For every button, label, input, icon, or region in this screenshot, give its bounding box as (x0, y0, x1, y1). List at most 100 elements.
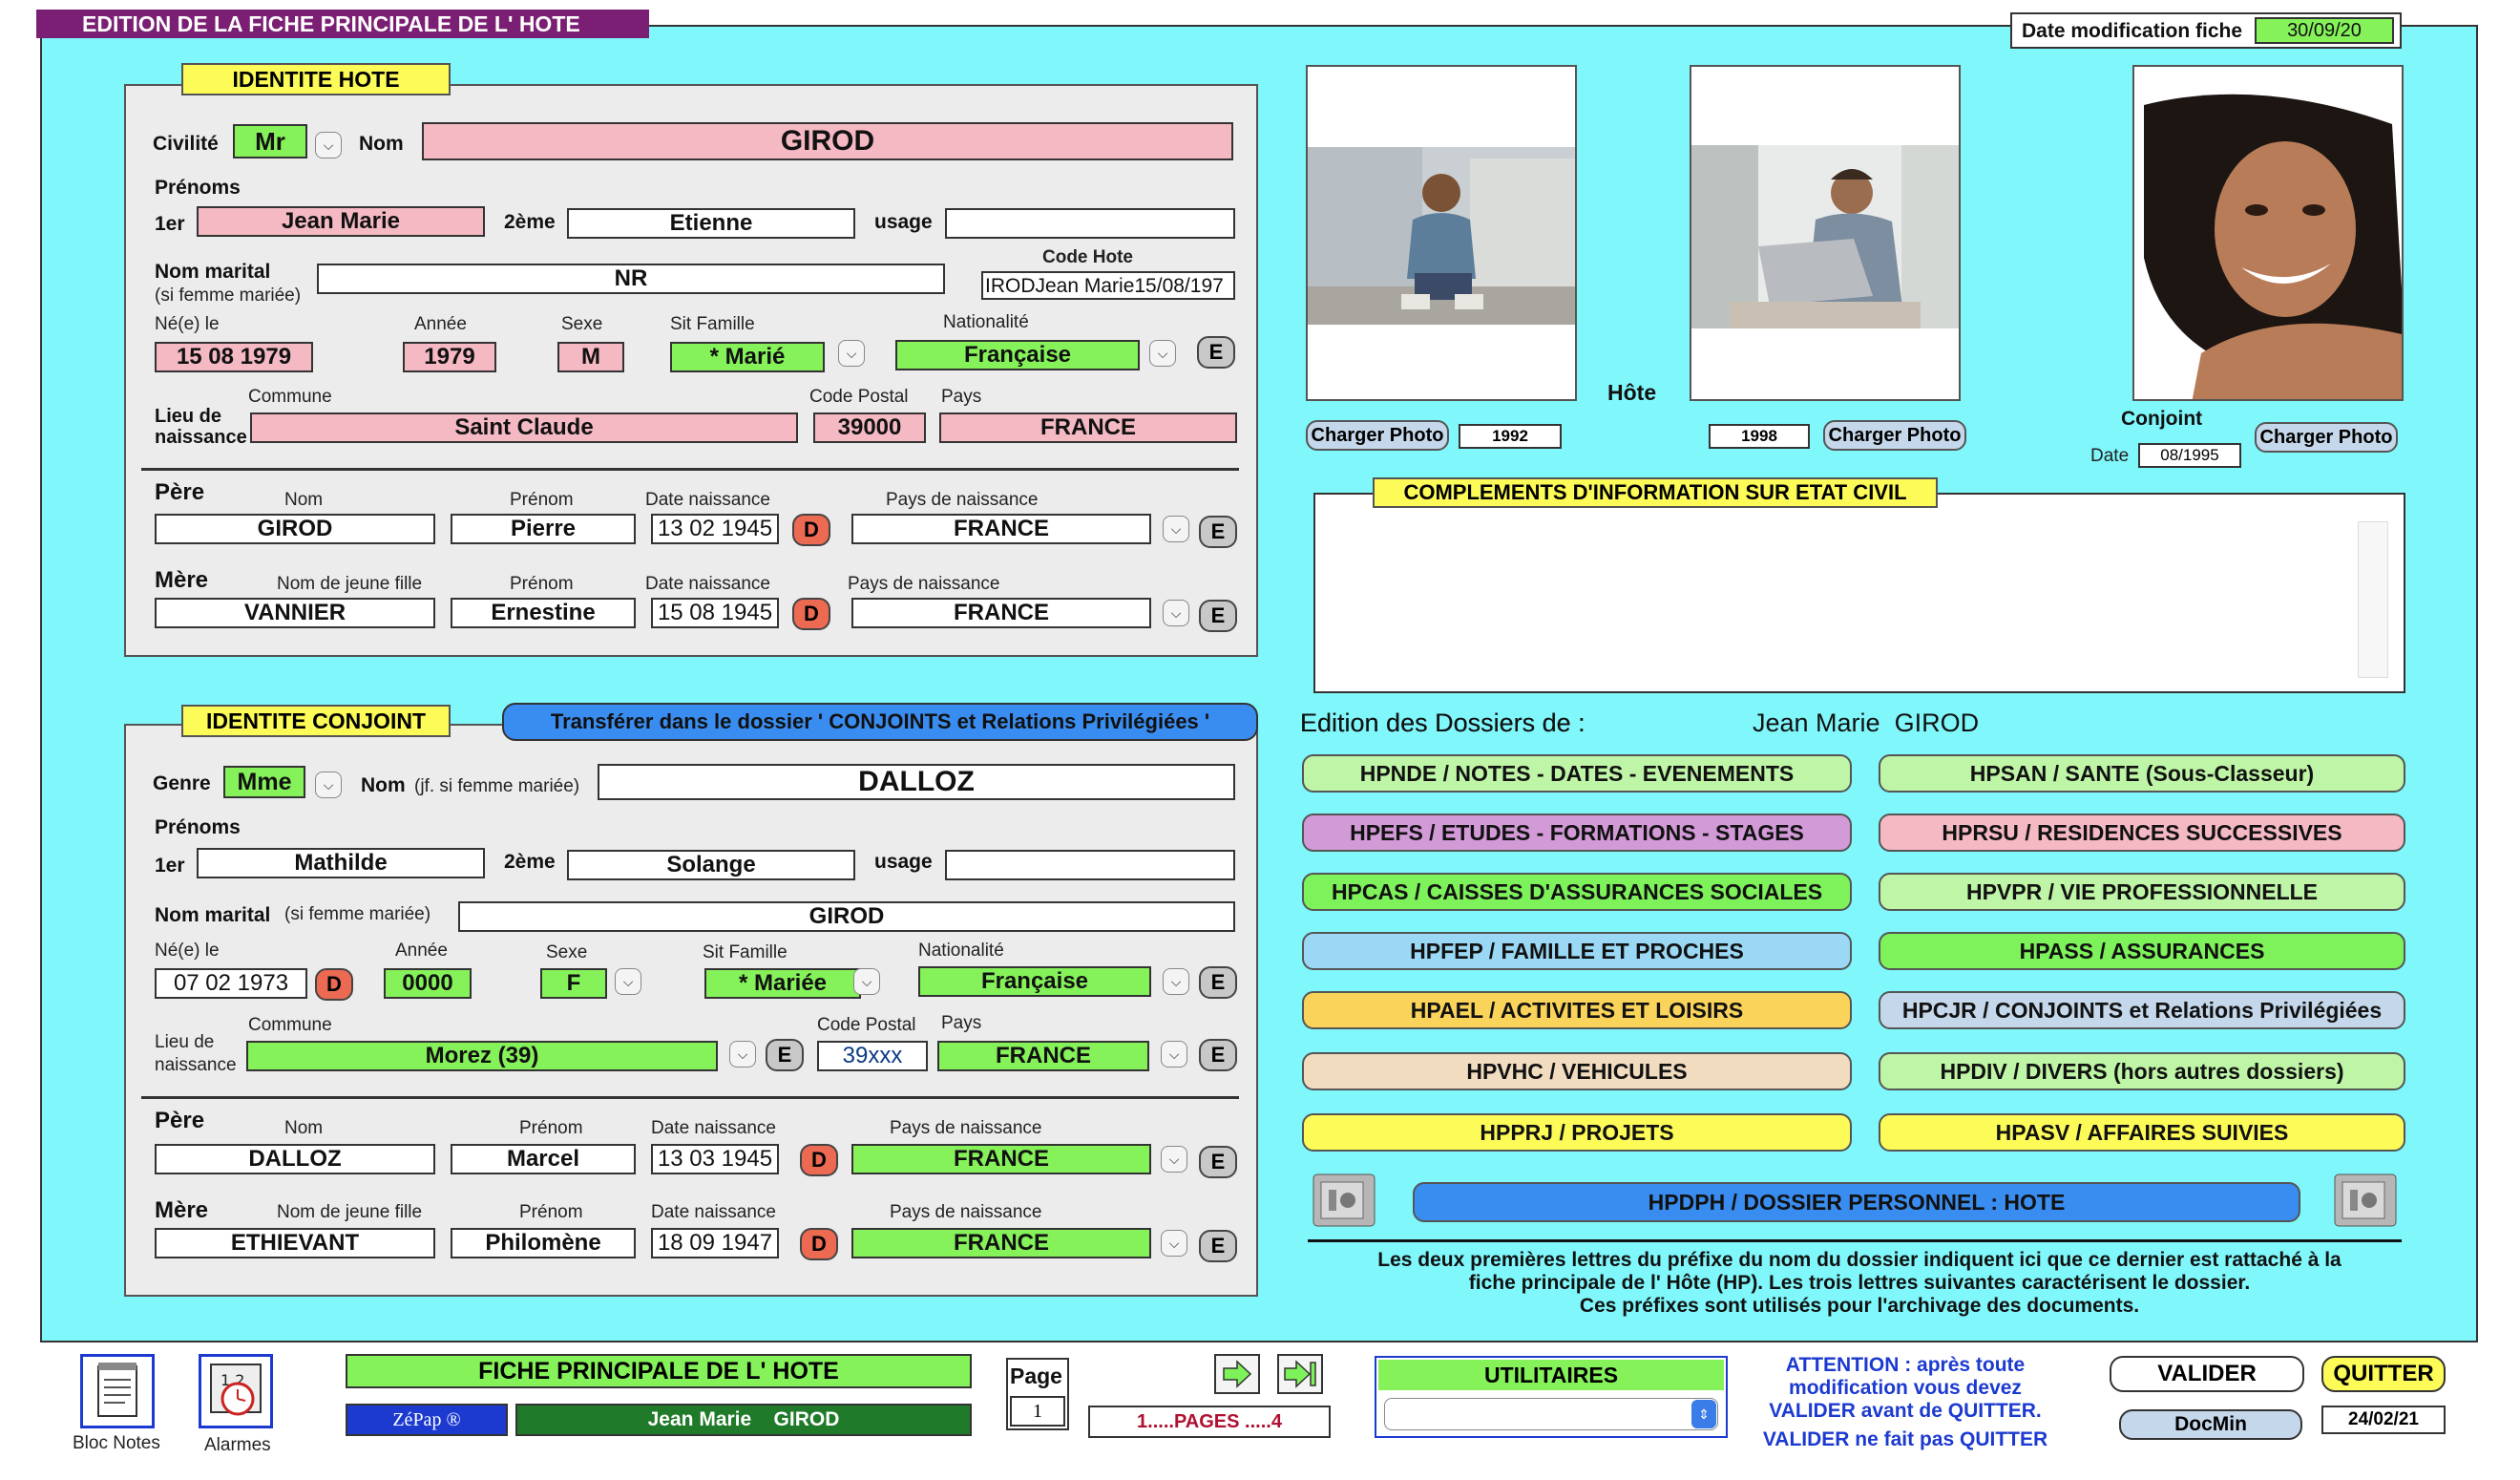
dossier-hpfep-button[interactable]: HPFEP / FAMILLE ET PROCHES (1302, 932, 1852, 970)
conjoint-nat-dropdown-icon[interactable]: ⌵ (1163, 968, 1189, 995)
sexe-field[interactable]: M (557, 342, 624, 372)
genre-dropdown-icon[interactable]: ⌵ (315, 772, 342, 798)
civilite-dropdown-icon[interactable]: ⌵ (315, 132, 342, 159)
sitfam-dropdown-icon[interactable]: ⌵ (838, 340, 865, 367)
dossier-hpsan-button[interactable]: HPSAN / SANTE (Sous-Classeur) (1879, 754, 2405, 793)
last-page-button[interactable] (1277, 1354, 1323, 1394)
dossier-hpvpr-button[interactable]: HPVPR / VIE PROFESSIONNELLE (1879, 873, 2405, 911)
utilitaires-stepper-icon[interactable]: ⇕ (1691, 1400, 1716, 1428)
conjoint-pere-pays-field[interactable]: FRANCE (851, 1144, 1151, 1174)
conjoint-nat-field[interactable]: Française (918, 966, 1151, 997)
alarmes-button[interactable]: 1 2 (199, 1354, 273, 1428)
mere-pays-field[interactable]: FRANCE (851, 598, 1151, 628)
safe-icon-right[interactable] (2331, 1171, 2400, 1230)
conjoint-commune-edit-button[interactable]: E (766, 1039, 804, 1071)
charger-photo-3-button[interactable]: Charger Photo (2255, 422, 2398, 453)
nom-marital-field[interactable]: NR (317, 264, 945, 294)
prenom2-field[interactable]: Etienne (567, 208, 855, 239)
mere-pays-edit-button[interactable]: E (1199, 600, 1237, 632)
conjoint-ne-field[interactable]: 07 02 1973 (155, 968, 307, 999)
conjoint-mere-date-button[interactable]: D (800, 1228, 838, 1260)
dossier-personnel-button[interactable]: HPDPH / DOSSIER PERSONNEL : HOTE (1413, 1182, 2300, 1222)
pere-pays-dropdown-icon[interactable]: ⌵ (1163, 516, 1189, 542)
conjoint-pere-pays-edit-button[interactable]: E (1199, 1146, 1237, 1178)
mere-pays-dropdown-icon[interactable]: ⌵ (1163, 600, 1189, 626)
transfer-button[interactable]: Transférer dans le dossier ' CONJOINTS e… (502, 703, 1258, 741)
dossier-hpnde-button[interactable]: HPNDE / NOTES - DATES - EVENEMENTS (1302, 754, 1852, 793)
pays-field[interactable]: FRANCE (939, 412, 1237, 443)
dossier-hpass-button[interactable]: HPASS / ASSURANCES (1879, 932, 2405, 970)
sitfam-field[interactable]: * Marié (670, 342, 825, 372)
complements-scrollbar[interactable] (2358, 521, 2388, 678)
complements-box[interactable] (1313, 493, 2405, 693)
pere-date-button[interactable]: D (792, 514, 830, 546)
quitter-button[interactable]: QUITTER (2321, 1356, 2446, 1392)
bloc-notes-button[interactable] (80, 1354, 155, 1428)
conjoint-mere-pays-edit-button[interactable]: E (1199, 1230, 1237, 1262)
conjoint-nom-field[interactable]: DALLOZ (598, 764, 1235, 800)
conjoint-commune-field[interactable]: Morez (39) (246, 1041, 718, 1071)
conjoint-pere-pays-dropdown-icon[interactable]: ⌵ (1161, 1146, 1187, 1173)
pere-prenom-field[interactable]: Pierre (451, 514, 636, 544)
commune-field[interactable]: Saint Claude (250, 412, 798, 443)
dossier-hpvhc-button[interactable]: HPVHC / VEHICULES (1302, 1052, 1852, 1090)
conjoint-pays-edit-button[interactable]: E (1199, 1039, 1237, 1071)
nom-field[interactable]: GIROD (422, 122, 1233, 160)
conjoint-commune-dropdown-icon[interactable]: ⌵ (729, 1041, 756, 1068)
pere-pays-edit-button[interactable]: E (1199, 516, 1237, 548)
docmin-button[interactable]: DocMin (2119, 1409, 2302, 1440)
ne-field[interactable]: 15 08 1979 (155, 342, 313, 372)
genre-field[interactable]: Mme (223, 766, 305, 798)
civilite-field[interactable]: Mr (233, 124, 307, 159)
prenom1-field[interactable]: Jean Marie (197, 206, 485, 237)
conjoint-mere-nom-field[interactable]: ETHIEVANT (155, 1228, 435, 1258)
conjoint-pere-nom-field[interactable]: DALLOZ (155, 1144, 435, 1174)
conjoint-mere-date-field[interactable]: 18 09 1947 (651, 1228, 779, 1258)
conjoint-pere-prenom-field[interactable]: Marcel (451, 1144, 636, 1174)
conjoint-cp-field[interactable]: 39xxx (817, 1041, 928, 1071)
next-page-button[interactable] (1214, 1354, 1260, 1394)
pere-nom-field[interactable]: GIROD (155, 514, 435, 544)
usage-field[interactable] (945, 208, 1235, 239)
conjoint-pere-date-field[interactable]: 13 03 1945 (651, 1144, 779, 1174)
conjoint-usage-field[interactable] (945, 850, 1235, 880)
dossier-hpcjr-button[interactable]: HPCJR / CONJOINTS et Relations Privilégi… (1879, 991, 2405, 1029)
mere-date-button[interactable]: D (792, 598, 830, 630)
conjoint-pays-field[interactable]: FRANCE (937, 1041, 1149, 1071)
conjoint-sexe-field[interactable]: F (540, 968, 607, 999)
dossier-hpcas-button[interactable]: HPCAS / CAISSES D'ASSURANCES SOCIALES (1302, 873, 1852, 911)
conjoint-mere-pays-field[interactable]: FRANCE (851, 1228, 1151, 1258)
pere-date-field[interactable]: 13 02 1945 (651, 514, 779, 544)
cp-field[interactable]: 39000 (813, 412, 926, 443)
conjoint-sitfam-dropdown-icon[interactable]: ⌵ (853, 968, 880, 995)
mere-prenom-field[interactable]: Ernestine (451, 598, 636, 628)
annee-field[interactable]: 1979 (403, 342, 496, 372)
nat-dropdown-icon[interactable]: ⌵ (1149, 340, 1176, 367)
pere-pays-field[interactable]: FRANCE (851, 514, 1151, 544)
utilitaires-select[interactable] (1384, 1398, 1718, 1430)
nat-edit-button[interactable]: E (1197, 336, 1235, 369)
nat-field[interactable]: Française (895, 340, 1140, 370)
dossier-hpefs-button[interactable]: HPEFS / ETUDES - FORMATIONS - STAGES (1302, 814, 1852, 852)
valider-button[interactable]: VALIDER (2110, 1356, 2304, 1392)
conjoint-sexe-dropdown-icon[interactable]: ⌵ (615, 968, 641, 995)
conjoint-prenom1-field[interactable]: Mathilde (197, 848, 485, 878)
mere-nom-field[interactable]: VANNIER (155, 598, 435, 628)
conjoint-sitfam-field[interactable]: * Mariée (704, 968, 861, 999)
conjoint-pere-date-button[interactable]: D (800, 1144, 838, 1176)
conjoint-pays-dropdown-icon[interactable]: ⌵ (1161, 1041, 1187, 1068)
conjoint-prenom2-field[interactable]: Solange (567, 850, 855, 880)
dossier-hprsu-button[interactable]: HPRSU / RESIDENCES SUCCESSIVES (1879, 814, 2405, 852)
conjoint-mere-prenom-field[interactable]: Philomène (451, 1228, 636, 1258)
dossier-hpael-button[interactable]: HPAEL / ACTIVITES ET LOISIRS (1302, 991, 1852, 1029)
charger-photo-1-button[interactable]: Charger Photo (1306, 420, 1449, 451)
dossier-hpdiv-button[interactable]: HPDIV / DIVERS (hors autres dossiers) (1879, 1052, 2405, 1090)
conjoint-nat-edit-button[interactable]: E (1199, 966, 1237, 999)
mere-date-field[interactable]: 15 08 1945 (651, 598, 779, 628)
dossier-hpprj-button[interactable]: HPPRJ / PROJETS (1302, 1113, 1852, 1152)
dossier-hpasv-button[interactable]: HPASV / AFFAIRES SUIVIES (1879, 1113, 2405, 1152)
conjoint-mere-pays-dropdown-icon[interactable]: ⌵ (1161, 1230, 1187, 1257)
conjoint-ne-date-button[interactable]: D (315, 968, 353, 1001)
charger-photo-2-button[interactable]: Charger Photo (1823, 420, 1966, 451)
conjoint-annee-field[interactable]: 0000 (384, 968, 472, 999)
